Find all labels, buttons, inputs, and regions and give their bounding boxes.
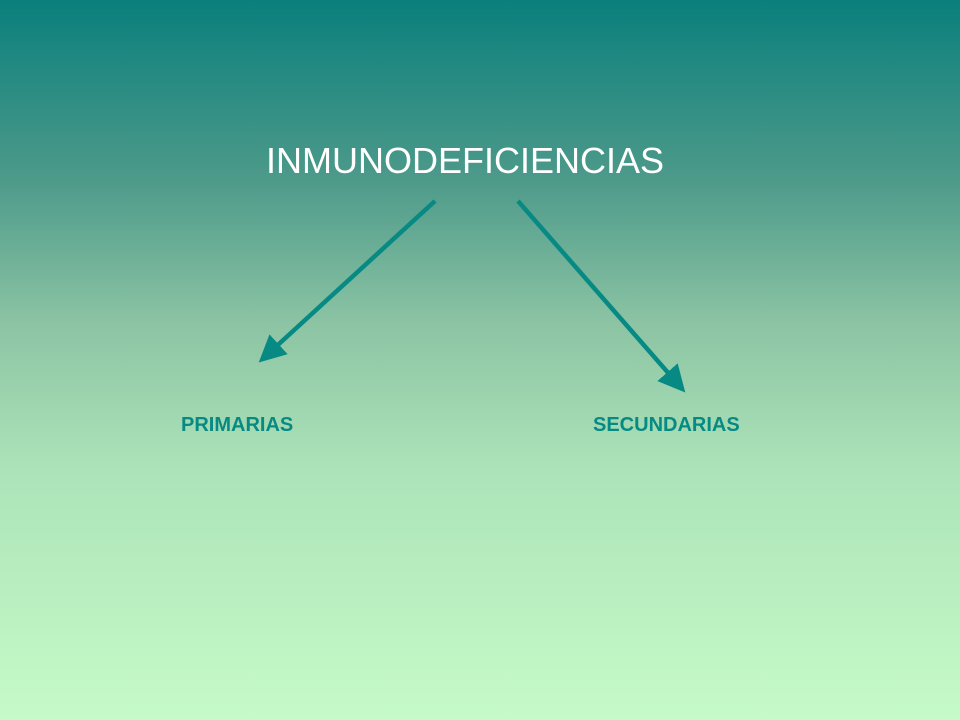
branch-label-primarias: PRIMARIAS	[181, 414, 294, 436]
arrow-to-secundarias	[516, 199, 686, 393]
arrow-to-primarias	[258, 199, 437, 363]
branch-label-secundarias: SECUNDARIAS	[593, 414, 740, 436]
diagram-title: INMUNODEFICIENCIAS	[266, 140, 665, 181]
